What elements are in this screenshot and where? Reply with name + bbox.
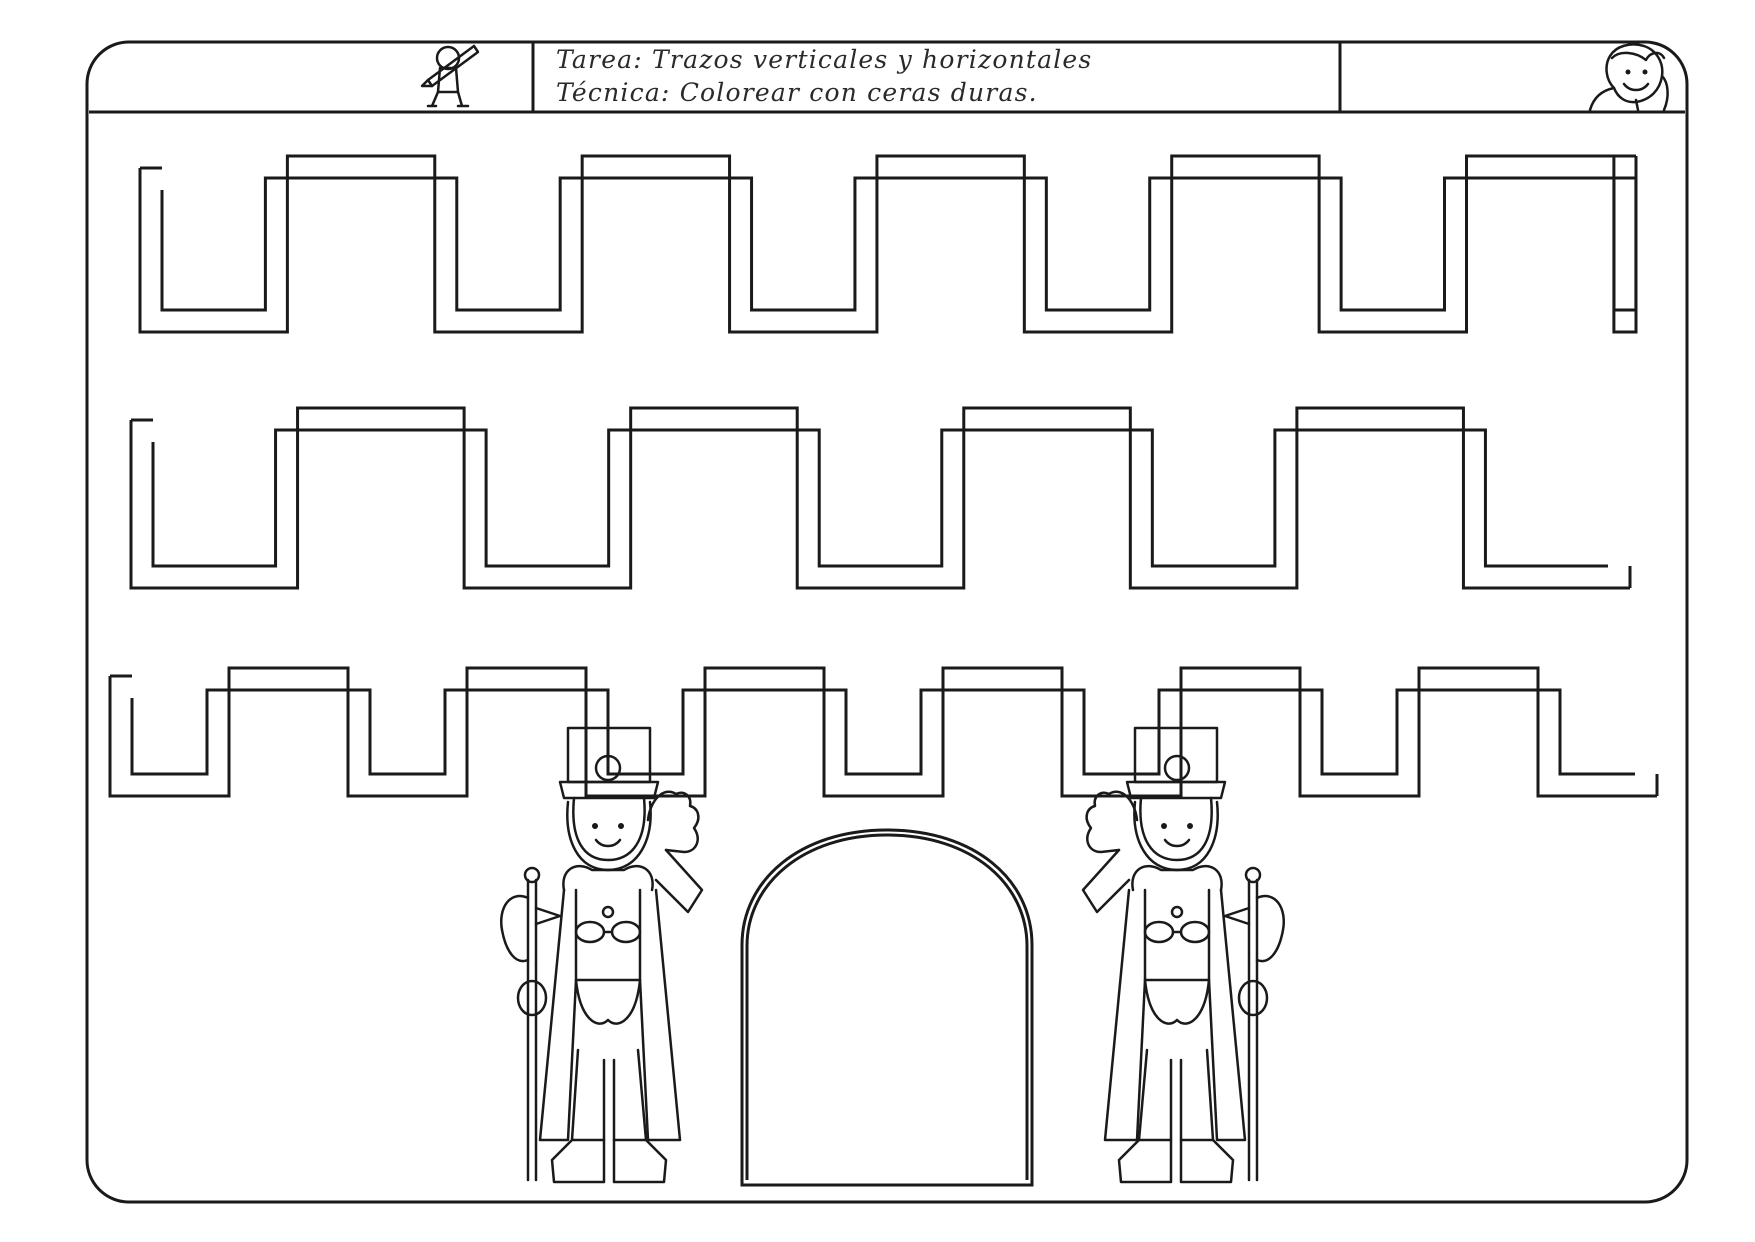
row-1-inner-track bbox=[160, 176, 1638, 312]
row-2-inner-track bbox=[151, 428, 1608, 568]
row-3-inner-track bbox=[130, 688, 1635, 776]
technique-title: Técnica: Colorear con ceras duras. bbox=[556, 78, 1038, 107]
row-2-outer-track bbox=[129, 406, 1630, 590]
castle-gate bbox=[740, 828, 1034, 1187]
task-title: Tarea: Trazos verticales y horizontales bbox=[556, 45, 1092, 74]
row-3-outer-track bbox=[108, 666, 1657, 798]
child-with-pencil-icon bbox=[420, 44, 480, 108]
row-1-outer-track bbox=[138, 154, 1638, 334]
tracing-rows bbox=[108, 154, 1659, 798]
page-frame bbox=[85, 40, 1689, 1204]
smiling-child-icon bbox=[1588, 43, 1669, 112]
castle-gate-inner bbox=[745, 833, 1029, 1180]
